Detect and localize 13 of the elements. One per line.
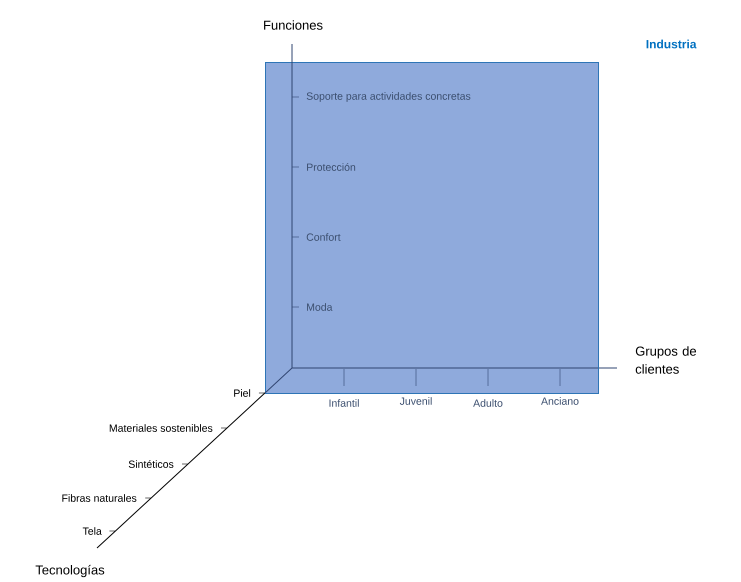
axis-title: Grupos de clientes	[636, 346, 696, 374]
tick-label: Piel	[234, 389, 250, 397]
node-label: Industria	[646, 40, 697, 48]
tick-label: Tela	[82, 527, 102, 535]
tick-label: Soporte para actividades concretas	[306, 92, 470, 102]
tick-label: Confort	[306, 233, 341, 241]
axis-title: Funciones	[264, 20, 323, 30]
tick-label: Materiales sostenibles	[110, 424, 212, 432]
tick-label: Sintéticos	[128, 460, 174, 468]
tick-label: Protección	[307, 163, 356, 171]
tick-label: Fibras naturales	[62, 494, 136, 502]
axis-title: Tecnologías	[36, 564, 104, 578]
tick-label: Moda	[307, 303, 332, 311]
